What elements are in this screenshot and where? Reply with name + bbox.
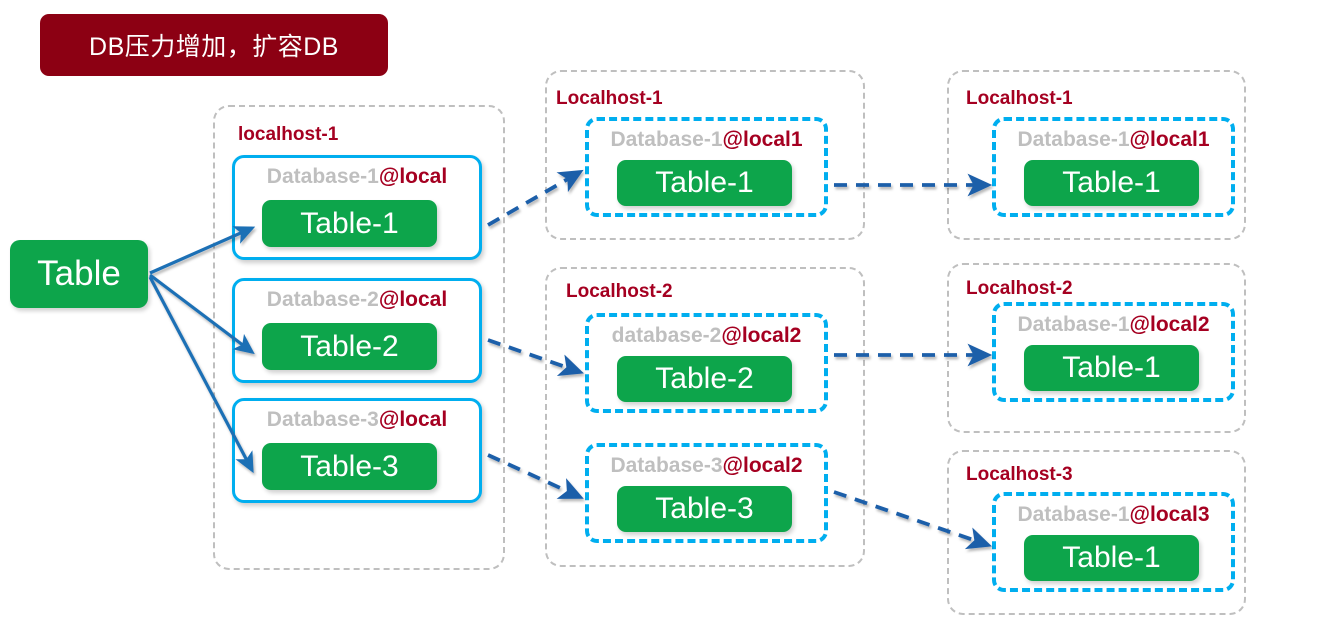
db-at-label: @local1 <box>1129 128 1210 151</box>
db-title-database-3-local: Database-3@local <box>235 408 479 432</box>
host-label-localhost-1-col3: Localhost-1 <box>966 88 1073 109</box>
table-node-col1-2: Table-2 <box>262 323 437 370</box>
db-box-database-1-local1-col2: Database-1@local1 Table-1 <box>585 117 828 217</box>
db-title-database-1-local2-col3: Database-1@local2 <box>996 313 1231 337</box>
db-title-database-2-local: Database-2@local <box>235 288 479 312</box>
db-box-database-3-local2-col2: Database-3@local2 Table-3 <box>585 443 828 543</box>
db-name-label: database-2 <box>611 324 722 347</box>
db-title-database-1-local1-col2: Database-1@local1 <box>589 128 824 152</box>
db-at-label: @local2 <box>722 454 803 477</box>
db-name-label: Database-1 <box>1017 503 1130 526</box>
db-name-label: Database-2 <box>266 288 379 311</box>
table-node-col2-3: Table-3 <box>617 486 792 532</box>
table-node-col1-1: Table-1 <box>262 200 437 247</box>
db-at-label: @local <box>378 288 448 311</box>
db-at-label: @local3 <box>1129 503 1210 526</box>
host-label-localhost-2-col2: Localhost-2 <box>566 281 673 302</box>
db-box-database-2-local2-col2: database-2@local2 Table-2 <box>585 313 828 413</box>
db-name-label: Database-1 <box>1017 313 1130 336</box>
db-name-label: Database-1 <box>610 128 723 151</box>
db-box-database-1-local: Database-1@local Table-1 <box>232 155 482 260</box>
host-group-localhost-2-col2 <box>545 267 865 567</box>
db-title-database-3-local2-col2: Database-3@local2 <box>589 454 824 478</box>
source-table-node: Table <box>10 240 148 308</box>
host-group-localhost-1-col3 <box>947 70 1246 240</box>
table-node-col1-3: Table-3 <box>262 443 437 490</box>
table-node-col3-3: Table-1 <box>1024 535 1199 581</box>
db-box-database-3-local: Database-3@local Table-3 <box>232 398 482 503</box>
db-box-database-2-local: Database-2@local Table-2 <box>232 278 482 383</box>
table-node-col2-1: Table-1 <box>617 160 792 206</box>
host-label-localhost-2-col3: Localhost-2 <box>966 278 1073 299</box>
db-box-database-1-local3-col3: Database-1@local3 Table-1 <box>992 492 1235 592</box>
db-name-label: Database-1 <box>1017 128 1130 151</box>
db-at-label: @local2 <box>721 324 802 347</box>
host-label-localhost-3-col3: Localhost-3 <box>966 464 1073 485</box>
title-banner: DB压力增加，扩容DB <box>40 14 388 76</box>
db-title-database-1-local: Database-1@local <box>235 165 479 189</box>
host-label-localhost-1-col2: Localhost-1 <box>556 88 663 109</box>
db-at-label: @local <box>378 408 448 431</box>
db-title-database-1-local3-col3: Database-1@local3 <box>996 503 1231 527</box>
table-node-col2-2: Table-2 <box>617 356 792 402</box>
db-name-label: Database-3 <box>610 454 723 477</box>
db-name-label: Database-1 <box>266 165 379 188</box>
db-box-database-1-local1-col3: Database-1@local1 Table-1 <box>992 117 1235 217</box>
table-node-col3-2: Table-1 <box>1024 345 1199 391</box>
table-node-col3-1: Table-1 <box>1024 160 1199 206</box>
db-at-label: @local <box>378 165 448 188</box>
host-group-localhost-2-col3 <box>947 263 1246 433</box>
db-at-label: @local1 <box>722 128 803 151</box>
db-name-label: Database-3 <box>266 408 379 431</box>
host-group-localhost-1-col2 <box>545 70 865 240</box>
db-title-database-2-local2-col2: database-2@local2 <box>589 324 824 348</box>
db-at-label: @local2 <box>1129 313 1210 336</box>
db-title-database-1-local1-col3: Database-1@local1 <box>996 128 1231 152</box>
db-box-database-1-local2-col3: Database-1@local2 Table-1 <box>992 302 1235 402</box>
host-label-localhost-1-col1: localhost-1 <box>238 124 339 145</box>
